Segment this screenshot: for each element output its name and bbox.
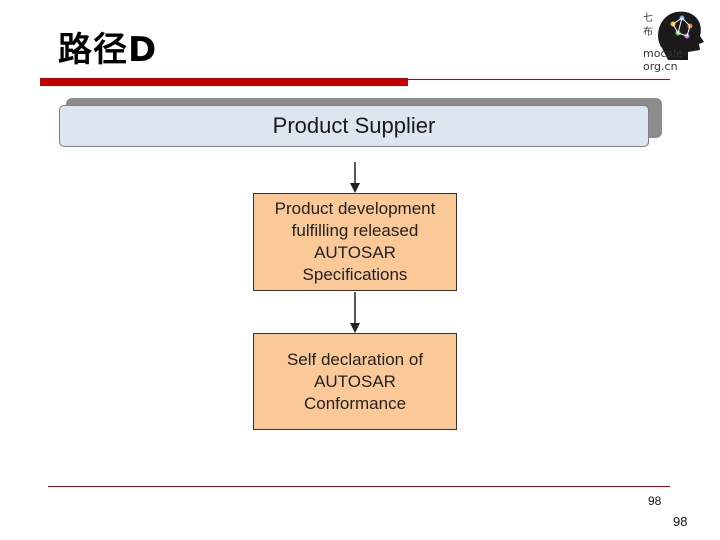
step-box-product-development: Product development fulfilling released … xyxy=(253,193,457,291)
product-supplier-box: Product Supplier xyxy=(59,105,649,147)
step-1-label: Product development fulfilling released … xyxy=(274,199,436,284)
page-number-inner: 98 xyxy=(648,494,662,508)
logo-caption: mocale-org.cn xyxy=(643,47,688,73)
header-accent-bar xyxy=(40,78,408,86)
slide-title: 路径D xyxy=(58,30,158,70)
head-logo-icon: 七 布 xyxy=(643,11,704,60)
footer-divider-line xyxy=(48,486,670,487)
svg-text:七: 七 xyxy=(643,12,653,24)
step-box-self-declaration: Self declaration of AUTOSAR Conformance xyxy=(253,333,457,430)
page-number-outer: 98 xyxy=(673,514,688,529)
header-divider-line xyxy=(408,79,670,80)
svg-text:布: 布 xyxy=(643,26,653,38)
step-2-label: Self declaration of AUTOSAR Conformance xyxy=(286,349,424,413)
